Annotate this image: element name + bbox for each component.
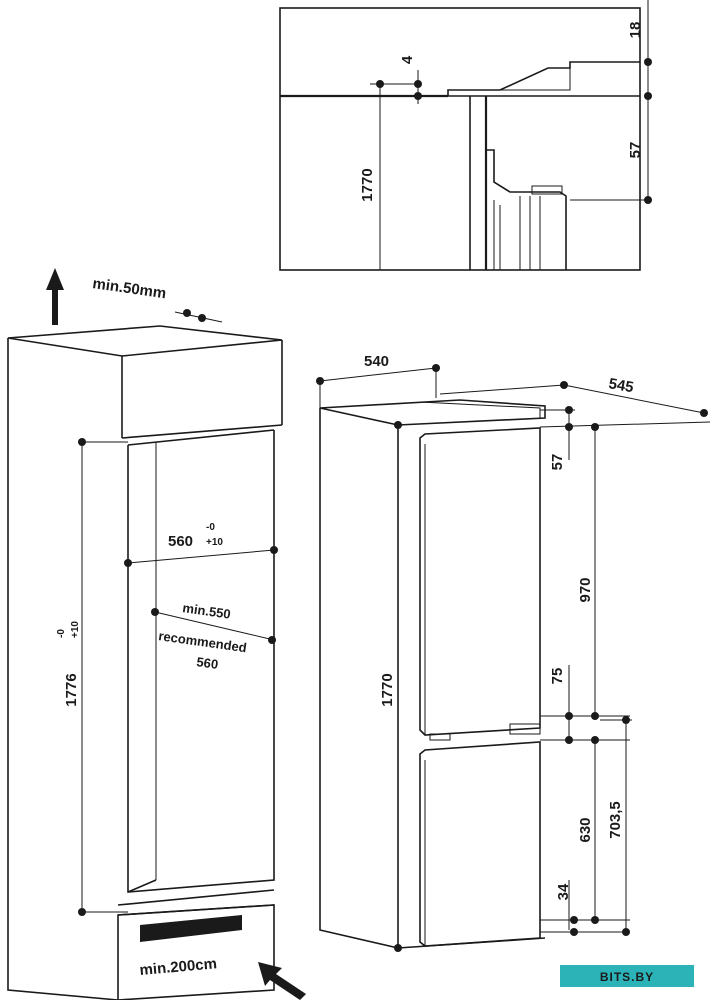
niche-min-top-gap: min.50mm bbox=[91, 275, 167, 302]
niche-height-tol-minus: -0 bbox=[56, 629, 67, 638]
appliance-height: 1770 bbox=[379, 673, 396, 706]
niche-width-tol-plus: +10 bbox=[206, 537, 223, 548]
detail-dim-57: 57 bbox=[627, 142, 644, 159]
niche-view: min.50mm 560 -0 +10 min.550 recommended bbox=[7, 268, 306, 1000]
appliance-bottom-gap: 34 bbox=[555, 883, 572, 900]
appliance-depth: 545 bbox=[607, 375, 635, 396]
detail-dim-18: 18 bbox=[627, 22, 644, 39]
detail-frame bbox=[279, 7, 641, 271]
detail-dim-4: 4 bbox=[399, 55, 416, 64]
appliance-width: 540 bbox=[364, 353, 389, 370]
watermark-text: BITS.BY bbox=[600, 970, 654, 984]
niche-depth-recommended: recommended bbox=[158, 628, 248, 655]
niche-height: 1776 bbox=[63, 673, 80, 706]
appliance-lower-door: 630 bbox=[577, 817, 594, 842]
watermark-badge bbox=[560, 965, 694, 987]
niche-min-bottom-vent: min.200cm bbox=[139, 955, 218, 979]
ventilation-up-arrow-icon bbox=[46, 268, 64, 325]
appliance-lower-total: 703,5 bbox=[607, 801, 624, 839]
appliance-top-gap: 57 bbox=[549, 454, 566, 471]
niche-depth-min: min.550 bbox=[182, 600, 232, 622]
ventilation-in-arrow-icon bbox=[258, 962, 306, 1000]
niche-height-tol-plus: +10 bbox=[70, 621, 81, 638]
niche-width: 560 bbox=[168, 533, 193, 550]
appliance-door-gap: 75 bbox=[549, 668, 566, 685]
appliance-view: 540 545 1770 57 75 34 bbox=[316, 353, 711, 952]
niche-width-tol-minus: -0 bbox=[206, 522, 215, 533]
watermark: BITS.BY bbox=[560, 965, 694, 987]
niche-depth-recommended-value: 560 bbox=[196, 654, 220, 672]
top-detail-view: 18 4 1770 57 bbox=[279, 0, 652, 271]
appliance-upper-door: 970 bbox=[577, 577, 594, 602]
detail-dim-1770: 1770 bbox=[359, 168, 376, 201]
